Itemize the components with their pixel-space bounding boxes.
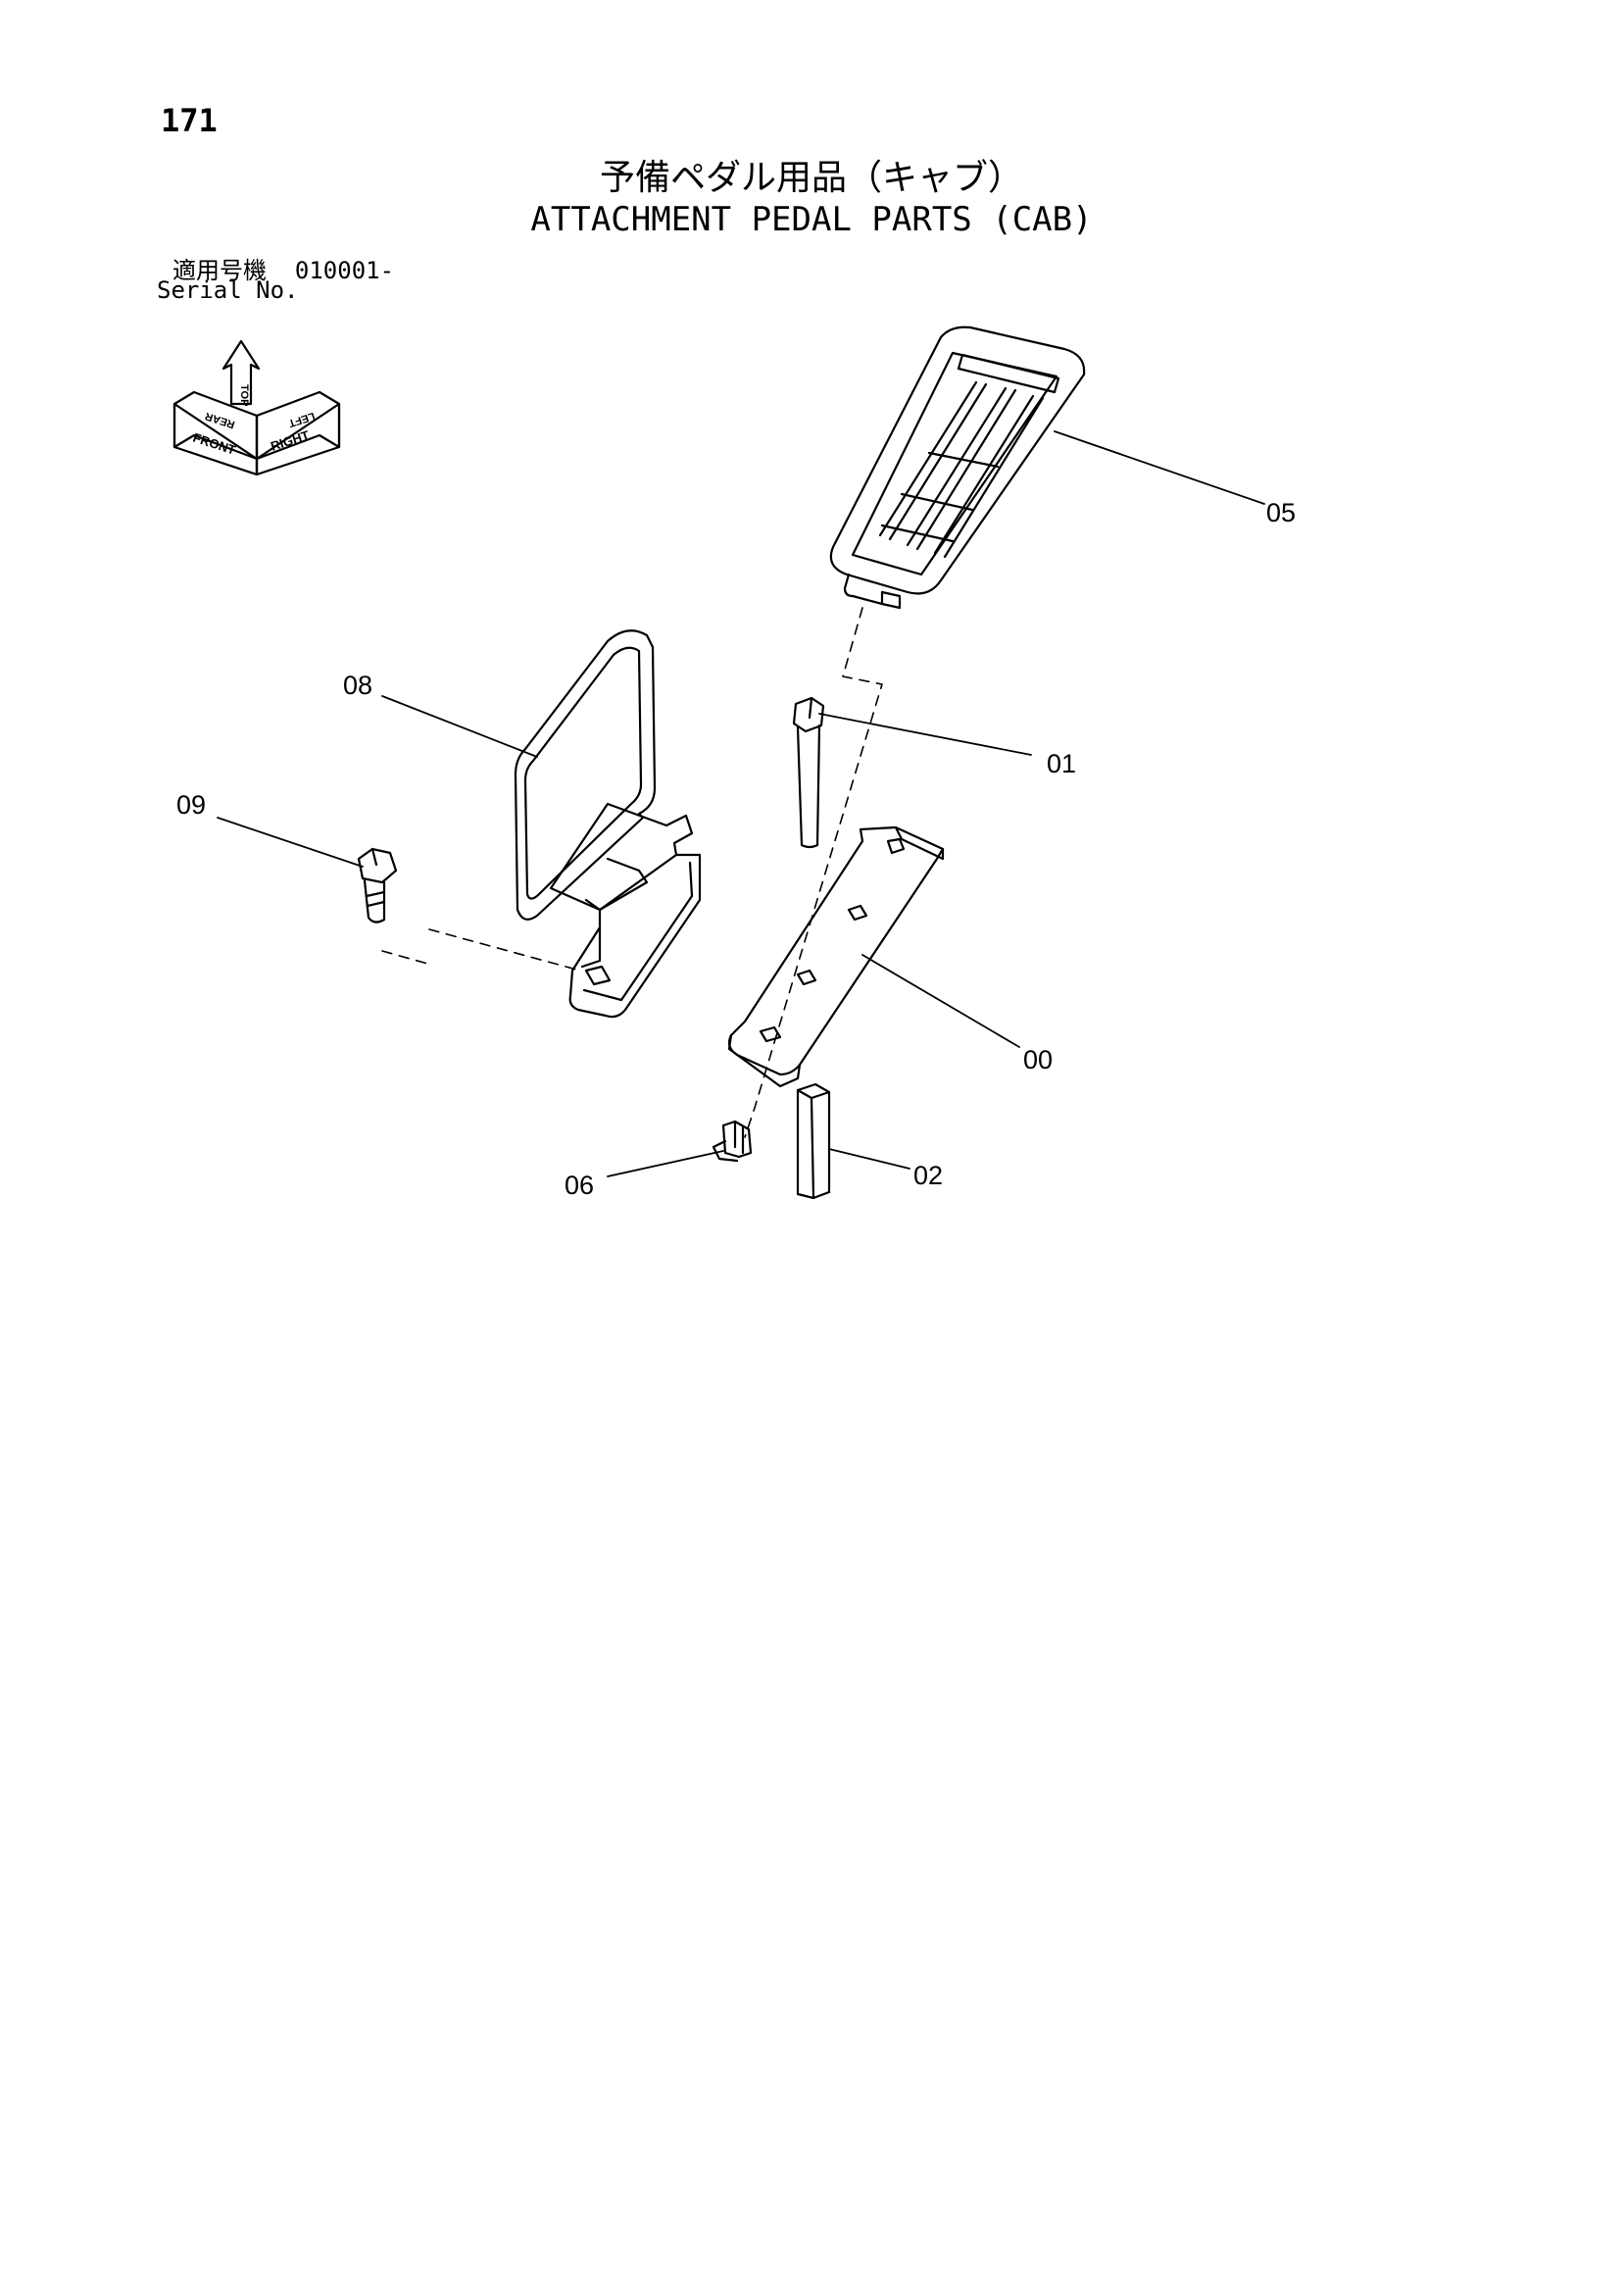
callout-09: 09 <box>176 790 206 820</box>
orientation-label-right: RIGHT <box>269 427 311 454</box>
orientation-label-front: FRONT <box>191 430 237 458</box>
callout-00: 00 <box>1023 1045 1053 1074</box>
page-number: 171 <box>161 102 218 139</box>
callout-05: 05 <box>1266 498 1296 527</box>
part-08-guard-bracket <box>514 629 702 1019</box>
part-00-base-plate <box>727 825 945 1088</box>
callout-06: 06 <box>565 1171 594 1200</box>
part-02-spacer <box>796 1082 831 1200</box>
part-01-bolt <box>792 696 825 849</box>
page-title-japanese: 予備ペダル用品（キャブ） <box>599 158 1023 198</box>
callout-02: 02 <box>913 1161 943 1190</box>
part-09-hex-bolt <box>357 847 398 923</box>
serial-info-japanese: 適用号機 010001- <box>172 251 394 285</box>
serial-label-english: Serial No. <box>157 276 299 304</box>
serial-value: 010001- <box>294 257 395 284</box>
orientation-label-left: LEFT <box>287 410 317 429</box>
callout-01: 01 <box>1047 749 1076 778</box>
orientation-indicator: FRONT REAR TOP RIGHT LEFT <box>172 339 341 476</box>
serial-label-japanese: 適用号機 <box>172 257 267 284</box>
orientation-label-top: TOP <box>238 384 250 406</box>
orientation-top-arrow <box>221 339 261 406</box>
page-title-english: ATTACHMENT PEDAL PARTS (CAB) <box>530 200 1093 239</box>
part-05-pedal-pad <box>829 325 1086 610</box>
part-06-clip <box>712 1120 753 1163</box>
callout-08: 08 <box>343 671 372 700</box>
